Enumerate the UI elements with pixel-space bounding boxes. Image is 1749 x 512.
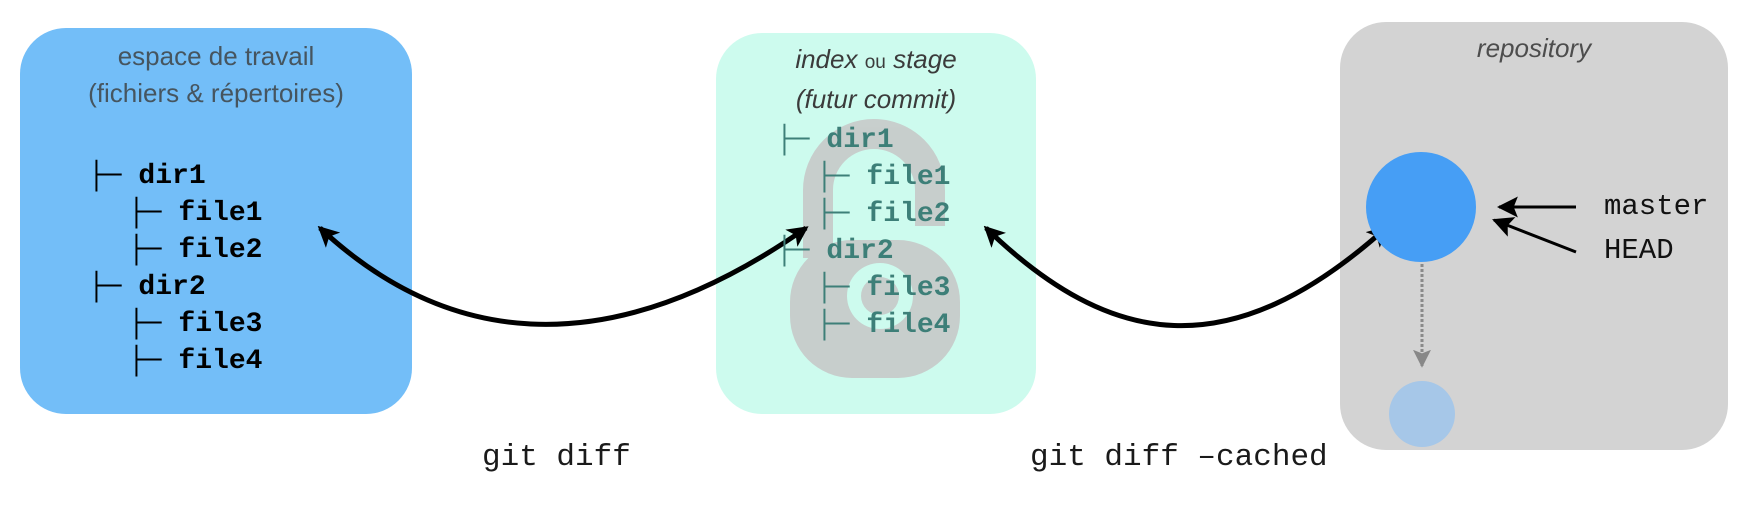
tree-item-file1: ├─ file1 bbox=[128, 198, 263, 229]
workspace-tree: ├─ dir1 ├─ file1 ├─ file2 ├─ dir2 ├─ fil… bbox=[88, 158, 262, 380]
stage-title-stage: stage bbox=[893, 44, 957, 74]
stage-tree-item-file1: ├─ file1 bbox=[816, 162, 951, 193]
repository-title: repository bbox=[1476, 33, 1592, 63]
stage-tree: ├─ dir1 ├─ file1 ├─ file2 ├─ dir2 ├─ fil… bbox=[776, 122, 950, 344]
head-pointer-arrow bbox=[1492, 217, 1577, 254]
git-diff-label: git diff bbox=[482, 440, 631, 475]
stage-title-line2: (futur commit) bbox=[795, 84, 957, 114]
commit-parent bbox=[1389, 381, 1455, 447]
stage-tree-item-file2: ├─ file2 bbox=[816, 199, 951, 230]
workspace-title-line2: (fichiers & répertoires) bbox=[88, 78, 344, 108]
ref-master-label: master bbox=[1604, 190, 1709, 223]
stage-tree-item-dir2: ├─ dir2 bbox=[776, 236, 894, 267]
tree-item-dir2: ├─ dir2 bbox=[88, 272, 206, 303]
tree-item-file4: ├─ file4 bbox=[128, 346, 263, 377]
workspace-title: espace de travail (fichiers & répertoire… bbox=[20, 38, 412, 112]
tree-item-file2: ├─ file2 bbox=[128, 235, 263, 266]
git-diff-cached-arrow bbox=[983, 225, 1389, 329]
stage-title-ou: ou bbox=[864, 52, 886, 73]
stage-tree-item-file4: ├─ file4 bbox=[816, 310, 951, 341]
tree-item-dir1: ├─ dir1 bbox=[88, 161, 206, 192]
workspace-panel: espace de travail (fichiers & répertoire… bbox=[20, 28, 412, 414]
git-diff-arrow bbox=[317, 225, 809, 327]
workspace-title-line1: espace de travail bbox=[117, 41, 315, 71]
padlock-icon bbox=[790, 119, 960, 378]
stage-tree-item-file3: ├─ file3 bbox=[816, 273, 951, 304]
stage-title: index ou stage (futur commit) bbox=[716, 41, 1036, 118]
tree-item-file3: ├─ file3 bbox=[128, 309, 263, 340]
stage-tree-item-dir1: ├─ dir1 bbox=[776, 125, 894, 156]
git-diff-cached-label: git diff –cached bbox=[1030, 440, 1328, 475]
stage-title-index: index bbox=[795, 44, 858, 74]
commit-current bbox=[1366, 152, 1476, 262]
ref-head-label: HEAD bbox=[1604, 234, 1674, 267]
